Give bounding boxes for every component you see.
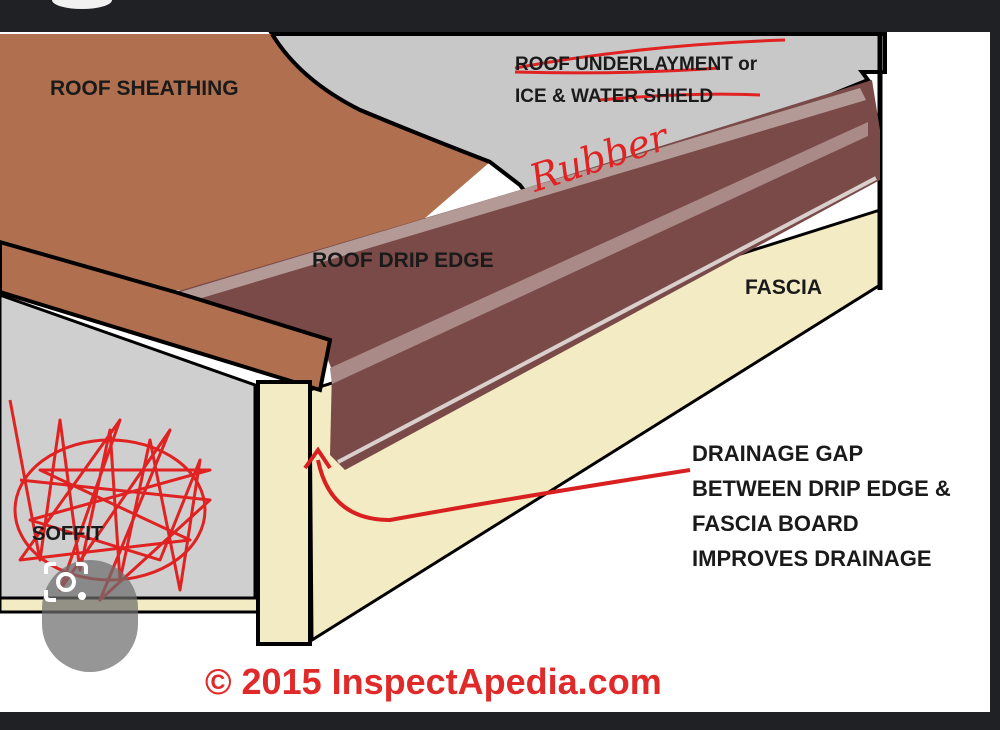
viewer-bottom-bar (0, 712, 1000, 730)
callout-arrowhead (303, 446, 332, 470)
label-underlayment-line1: ROOF UNDERLAYMENT or (515, 54, 758, 75)
label-roof-sheathing: ROOF SHEATHING (50, 77, 239, 100)
callout-line-2: BETWEEN DRIP EDGE & (692, 476, 951, 501)
label-fascia: FASCIA (745, 276, 822, 299)
drip-edge-crease (330, 122, 868, 384)
label-underlayment-line2: ICE & WATER SHIELD (515, 86, 713, 107)
drip-edge-lower-edge (337, 176, 877, 464)
lens-search-button[interactable] (42, 560, 138, 672)
copyright-notice: © 2015 InspectApedia.com (205, 661, 662, 702)
roof-sheathing-panel (0, 34, 490, 300)
eave-overhang (0, 239, 333, 393)
callout-arrow (316, 459, 691, 523)
strikethrough-line1 (514, 38, 786, 70)
callout-line-4: IMPROVES DRAINAGE (692, 546, 932, 571)
sub-fascia-board (256, 380, 312, 646)
camera-lens-icon (44, 562, 88, 602)
callout-line-1: DRAINAGE GAP (692, 441, 863, 466)
label-soffit: SOFFIT (32, 523, 103, 545)
viewer-right-edge (990, 0, 1000, 730)
strikethrough-line2 (514, 66, 721, 75)
viewer-top-bar (0, 0, 1000, 32)
callout-line-3: FASCIA BOARD (692, 511, 859, 536)
strikethrough-line3 (599, 92, 761, 102)
viewer-top-circle (52, 0, 112, 9)
sheathing-edge-line (270, 32, 491, 164)
drip-edge-highlight (180, 88, 866, 300)
red-scribble (8, 399, 212, 602)
label-roof-drip-edge: ROOF DRIP EDGE (312, 249, 494, 272)
